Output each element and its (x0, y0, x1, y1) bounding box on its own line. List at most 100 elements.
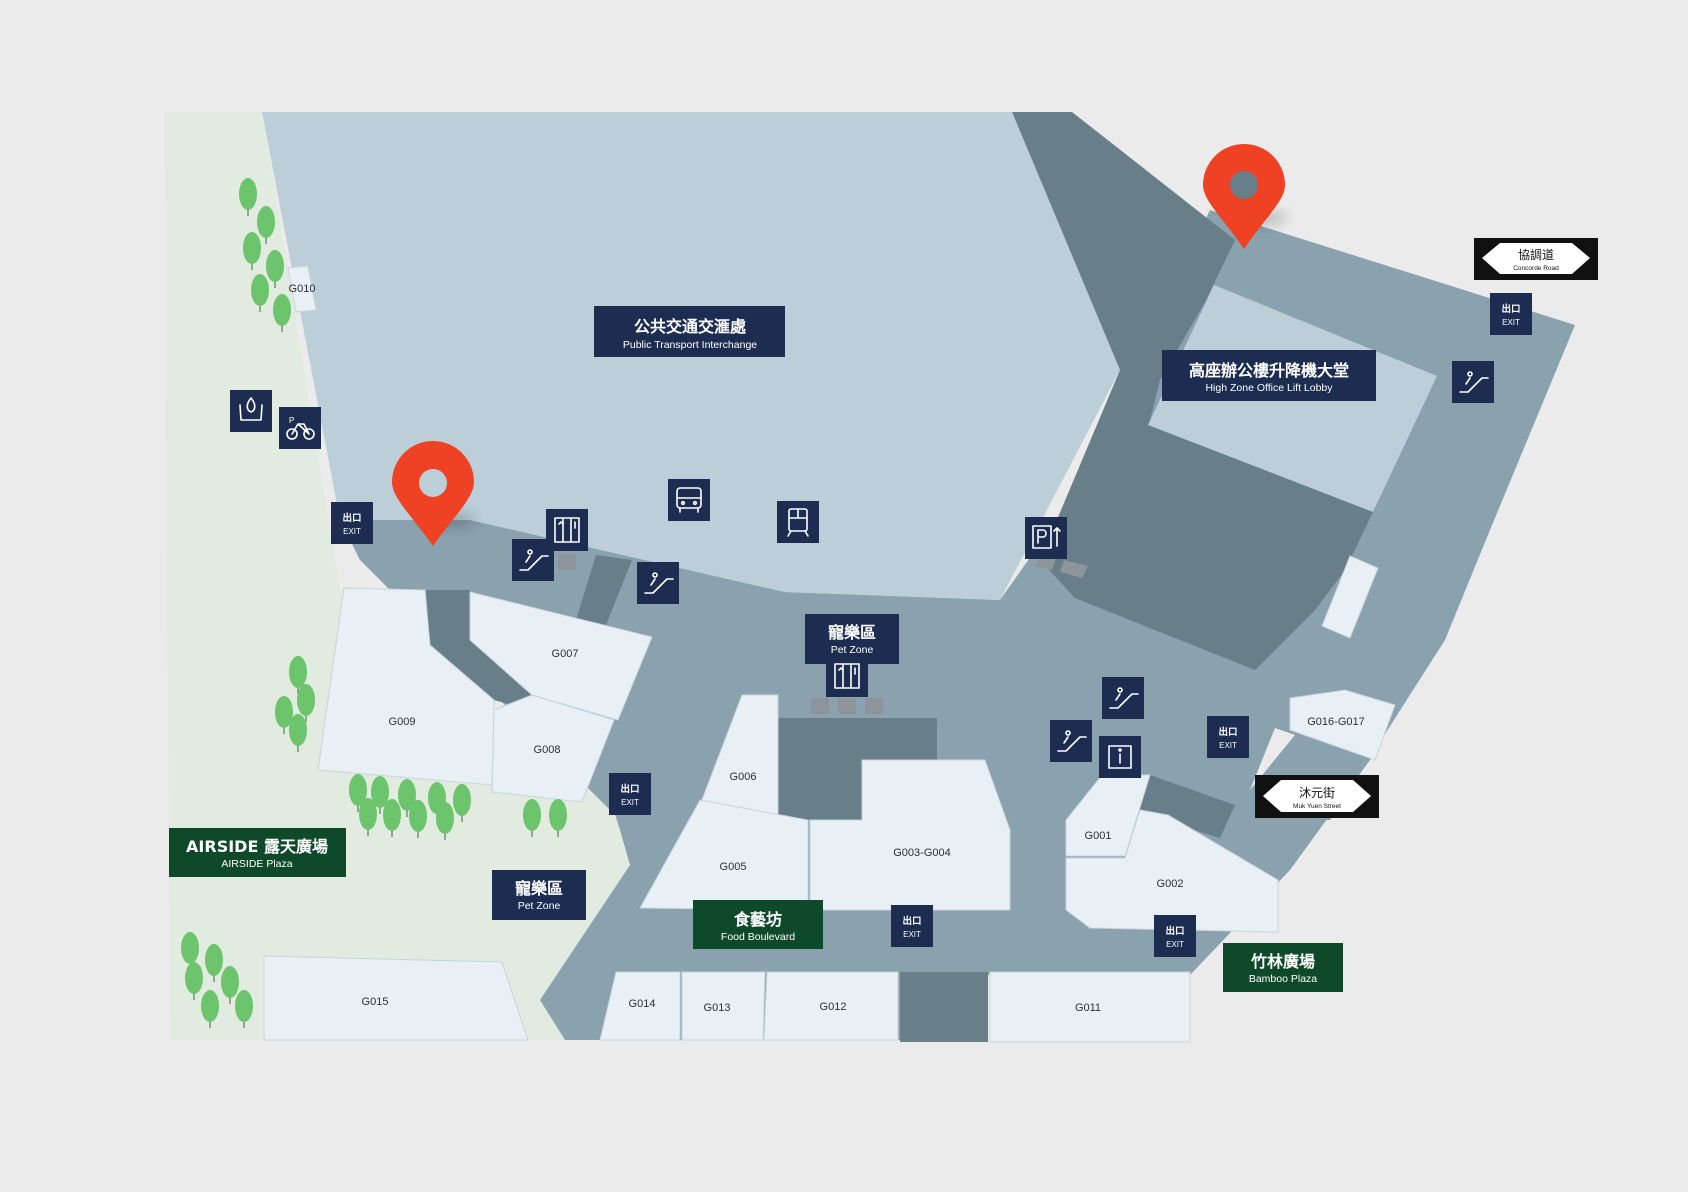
svg-text:P: P (289, 416, 294, 425)
shop-g001-label: G001 (1085, 830, 1112, 842)
svg-text:EXIT: EXIT (621, 798, 639, 807)
service-dark-area (900, 972, 988, 1042)
shop-g007-label: G007 (552, 648, 579, 660)
shop-g014-label: G014 (629, 998, 656, 1010)
lift-lobby-dark-area (778, 718, 937, 820)
svg-text:AIRSIDE Plaza: AIRSIDE Plaza (221, 858, 292, 870)
svg-text:出口: 出口 (1165, 925, 1184, 937)
shop-g006-label: G006 (730, 771, 757, 783)
label-food-boulevard: 食藝坊 Food Boulevard (693, 900, 823, 949)
ticket-gate-3 (838, 698, 856, 714)
svg-text:高座辦公樓升降機大堂: 高座辦公樓升降機大堂 (1189, 361, 1349, 380)
shop-g009-label: G009 (389, 716, 416, 728)
shop-g012-label: G012 (820, 1001, 847, 1013)
svg-text:Concorde Road: Concorde Road (1513, 265, 1559, 272)
svg-text:寵樂區: 寵樂區 (828, 623, 876, 642)
shop-g011-label: G011 (1075, 1002, 1101, 1014)
street-sign-muk-yuen-street: 沐元街 Muk Yuen Street (1255, 775, 1379, 818)
svg-text:Bamboo Plaza: Bamboo Plaza (1249, 973, 1317, 985)
street-corner-muk-yuen (1250, 728, 1295, 790)
shop-g008[interactable] (491, 694, 615, 803)
ticket-gate-4 (865, 698, 883, 714)
bus-icon[interactable] (668, 479, 710, 521)
label-pet-zone-outer: 寵樂區 Pet Zone (492, 870, 586, 920)
svg-text:AIRSIDE 露天廣場: AIRSIDE 露天廣場 (186, 837, 328, 856)
office-tower-dark-area (1012, 112, 1375, 670)
shop-g010[interactable] (287, 265, 317, 313)
svg-text:公共交通交滙處: 公共交通交滙處 (634, 317, 747, 336)
information-icon[interactable] (1099, 736, 1141, 778)
shop-g016-g017[interactable] (1289, 689, 1396, 761)
escalator-icon[interactable] (1452, 361, 1494, 403)
exit-sign[interactable]: 出口 EXIT (1490, 293, 1532, 335)
lift-icon[interactable] (826, 655, 868, 697)
shop-g003-g004-label: G003-G004 (893, 847, 950, 859)
svg-text:High Zone Office Lift Lobby: High Zone Office Lift Lobby (1205, 382, 1333, 394)
label-office-lift-lobby: 高座辦公樓升降機大堂 High Zone Office Lift Lobby (1162, 350, 1376, 401)
corridor-dark-strip-3 (576, 555, 632, 625)
label-bamboo-plaza: 竹林廣場 Bamboo Plaza (1223, 943, 1343, 992)
svg-text:沐元街: 沐元街 (1299, 786, 1335, 800)
exit-sign[interactable]: 出口 EXIT (891, 905, 933, 947)
shop-g010-label: G010 (289, 283, 316, 295)
svg-text:Food Boulevard: Food Boulevard (721, 931, 795, 943)
shop-g013-label: G013 (704, 1002, 731, 1014)
shop-g005-label: G005 (720, 861, 747, 873)
corridor-dark-strip-2 (426, 590, 532, 710)
shop-g008-label: G008 (534, 744, 561, 756)
svg-text:竹林廣場: 竹林廣場 (1250, 952, 1315, 971)
escalator-icon[interactable] (1102, 677, 1144, 719)
ticket-gate-1 (558, 554, 576, 570)
parking-icon[interactable] (1025, 517, 1067, 559)
label-public-transport-interchange: 公共交通交滙處 Public Transport Interchange (594, 306, 785, 357)
street-sign-concorde-road: 協調道 Concorde Road (1474, 238, 1598, 280)
exit-sign[interactable]: 出口 EXIT (609, 773, 651, 815)
escalator-icon[interactable] (512, 539, 554, 581)
shop-g002[interactable] (1065, 809, 1279, 933)
svg-text:食藝坊: 食藝坊 (733, 910, 782, 929)
svg-text:出口: 出口 (1218, 726, 1237, 738)
parenting-room-icon[interactable] (230, 390, 272, 432)
shop-g009[interactable] (317, 587, 495, 786)
svg-text:EXIT: EXIT (1166, 940, 1184, 949)
svg-text:Muk Yuen Street: Muk Yuen Street (1293, 803, 1341, 810)
corridor-dark-strip (1135, 775, 1235, 838)
svg-text:出口: 出口 (1501, 303, 1520, 315)
shop-g015[interactable] (263, 955, 529, 1041)
shop-g014[interactable] (599, 971, 681, 1041)
location-pin-icon[interactable] (1203, 144, 1288, 249)
svg-text:出口: 出口 (620, 783, 639, 795)
airside-plaza-area (164, 112, 900, 1040)
shop-g012[interactable] (763, 971, 899, 1041)
light-rail-icon[interactable] (777, 501, 819, 543)
svg-text:EXIT: EXIT (343, 527, 361, 536)
shop-g007[interactable] (469, 591, 653, 721)
lift-icon[interactable] (546, 509, 588, 551)
label-airside-plaza: AIRSIDE 露天廣場 AIRSIDE Plaza (169, 828, 346, 877)
storage-strip[interactable] (1321, 555, 1379, 639)
svg-text:EXIT: EXIT (1502, 318, 1520, 327)
svg-text:Public Transport Interchange: Public Transport Interchange (623, 339, 757, 351)
bicycle-parking-icon[interactable]: P (279, 407, 321, 449)
svg-text:協調道: 協調道 (1518, 247, 1554, 262)
exit-sign[interactable]: 出口 EXIT (1154, 915, 1196, 957)
ticket-gate-2 (811, 698, 829, 714)
svg-text:寵樂區: 寵樂區 (515, 879, 563, 898)
shop-g002-label: G002 (1157, 878, 1184, 890)
location-pin-icon[interactable] (392, 441, 476, 546)
escalator-icon[interactable] (637, 562, 679, 604)
shop-g015-label: G015 (362, 996, 389, 1008)
svg-text:Pet Zone: Pet Zone (831, 644, 874, 656)
shop-g001[interactable] (1065, 774, 1151, 857)
svg-text:Pet Zone: Pet Zone (518, 900, 561, 912)
shop-g013[interactable] (681, 971, 766, 1041)
svg-text:出口: 出口 (902, 915, 921, 927)
svg-text:EXIT: EXIT (903, 930, 921, 939)
ticket-gate-6 (1060, 560, 1088, 578)
shop-g016-g017-label: G016-G017 (1307, 716, 1364, 728)
shop-g011[interactable] (989, 971, 1191, 1043)
escalator-icon[interactable] (1050, 720, 1092, 762)
